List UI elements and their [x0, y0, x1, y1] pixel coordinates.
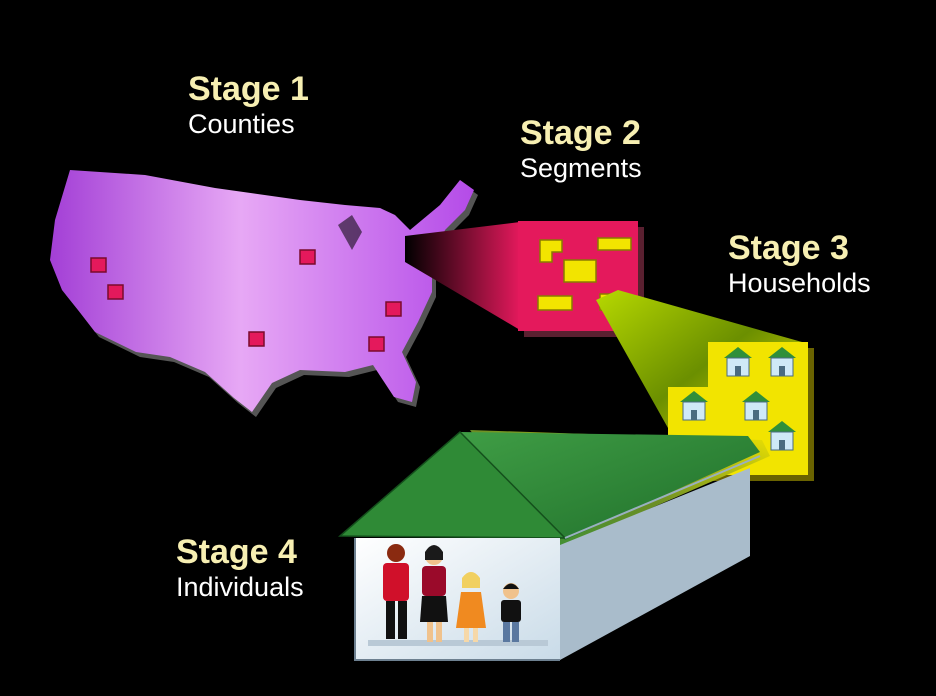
- segment-block: [597, 237, 632, 251]
- stage-2-label: Stage 2 Segments: [520, 114, 642, 184]
- household-members: [383, 544, 521, 642]
- house-icon: [742, 391, 770, 421]
- county-marker: [107, 284, 124, 300]
- person-icon: [383, 544, 409, 639]
- county-marker: [248, 331, 265, 347]
- county-marker: [368, 336, 385, 352]
- house-icons: [680, 347, 796, 451]
- stage-3-label: Stage 3 Households: [728, 229, 871, 299]
- county-marker: [385, 301, 402, 317]
- stage-subtitle: Households: [728, 268, 871, 299]
- zoom-beam-1: [405, 222, 520, 330]
- stage-subtitle: Counties: [188, 109, 295, 140]
- segment-block: [537, 295, 573, 311]
- person-icon: [420, 545, 448, 642]
- person-icon: [501, 583, 521, 642]
- stage-subtitle: Segments: [520, 153, 642, 184]
- usa-map: [50, 170, 478, 417]
- county-markers: [90, 249, 402, 352]
- house-icon: [724, 347, 752, 377]
- person-icon: [456, 572, 486, 642]
- stage-title: Stage 3: [728, 229, 849, 267]
- county-marker: [299, 249, 316, 265]
- stage-subtitle: Individuals: [176, 572, 304, 603]
- stage-1-label: Stage 1 Counties: [188, 70, 309, 140]
- stage-4-label: Stage 4 Individuals: [176, 533, 304, 603]
- segment-block: [539, 239, 563, 263]
- house-icon: [768, 347, 796, 377]
- house-icon: [768, 421, 796, 451]
- county-marker: [90, 257, 107, 273]
- house-icon: [680, 391, 708, 421]
- stage-title: Stage 4: [176, 533, 297, 571]
- segment-block: [563, 259, 597, 283]
- stage-title: Stage 1: [188, 70, 309, 108]
- stage-title: Stage 2: [520, 114, 641, 152]
